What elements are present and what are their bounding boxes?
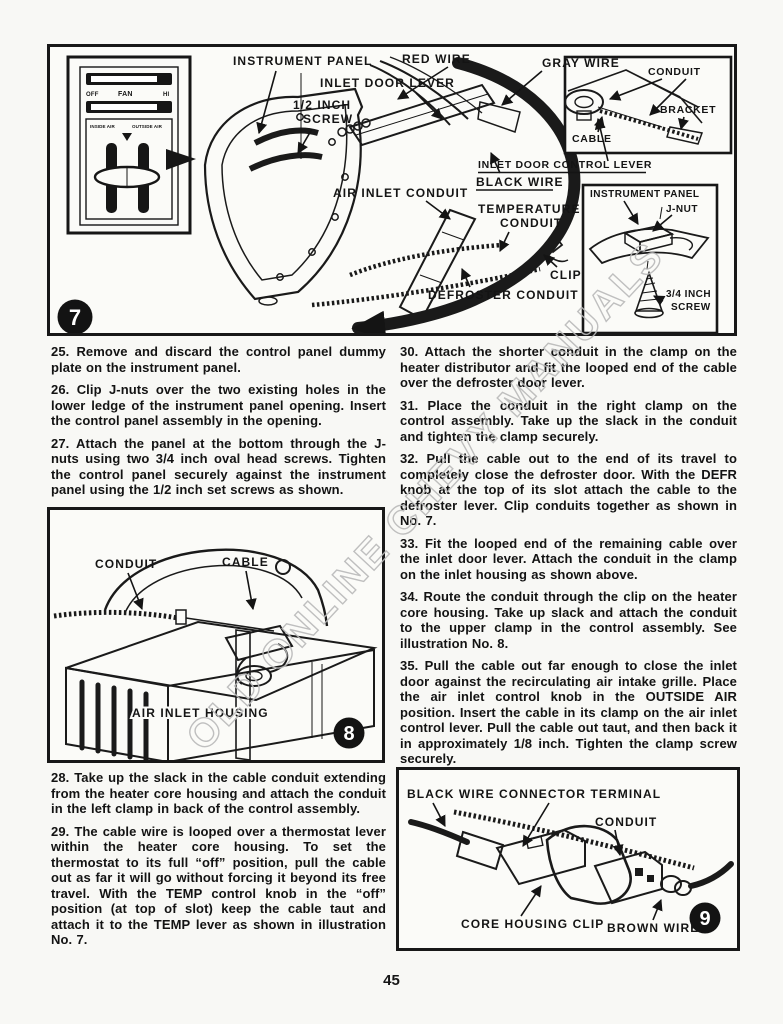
black-wire-label: BLACK WIRE xyxy=(476,175,564,189)
instruction-26: 26. Clip J-nuts over the two existing ho… xyxy=(51,382,386,429)
instruction-34: 34. Route the conduit through the clip o… xyxy=(400,589,737,651)
fan-off-label: OFF xyxy=(86,92,99,98)
figure-9-labels: BLACK WIRE CONNECTOR TERMINAL CONDUIT CO… xyxy=(407,787,699,935)
inset-bracket-label: BRACKET xyxy=(660,104,716,116)
clip-label: CLIP xyxy=(550,268,582,282)
cable-label: CABLE xyxy=(222,555,269,569)
inset-screw-label-line1: 3/4 INCH xyxy=(666,289,711,300)
instruction-29-number: 29. xyxy=(51,823,70,839)
conduit-label: CONDUIT xyxy=(95,557,157,571)
instruction-25: 25. Remove and discard the control panel… xyxy=(51,344,386,375)
inlet-door-lever-label: INLET DOOR LEVER xyxy=(320,76,455,90)
figure-8-labels: CONDUIT CABLE AIR INLET HOUSING xyxy=(95,555,270,722)
instruction-25-text: Remove and discard the control panel dum… xyxy=(51,344,386,375)
sweep-arrow xyxy=(351,57,581,333)
instruction-32-text: Pull the cable out to the end of its tra… xyxy=(400,451,737,528)
fan-label: FAN xyxy=(118,91,133,98)
instruction-29-text: The cable wire is looped over a thermost… xyxy=(51,823,386,948)
conduit-label: CONDUIT xyxy=(595,815,657,829)
instruction-27-number: 27. xyxy=(51,435,70,451)
page-number: 45 xyxy=(383,972,400,989)
inlet-door-lever-drawing xyxy=(337,83,521,147)
figure-8-number: 8 xyxy=(343,723,354,745)
core-housing-clip-label: CORE HOUSING CLIP xyxy=(461,917,604,931)
instruction-28-number: 28. xyxy=(51,770,70,785)
control-panel-inset-drawing: OFF FAN HI INSIDE AIR OUTSIDE AIR xyxy=(66,55,196,235)
instruction-33-text: Fit the looped end of the remaining cabl… xyxy=(400,535,737,582)
inset-instrument-panel-label: INSTRUMENT PANEL xyxy=(590,189,699,200)
figure-7-badge: 7 xyxy=(57,299,93,333)
air-inlet-conduit-label: AIR INLET CONDUIT xyxy=(333,186,468,200)
figure-7-drawing: OFF FAN HI INSIDE AIR OUTSIDE AIR xyxy=(57,52,733,333)
instruction-30: 30. Attach the shorter conduit in the cl… xyxy=(400,344,737,391)
instruction-32: 32. Pull the cable out to the end of its… xyxy=(400,451,737,529)
conduit-cable-mechanism-drawing xyxy=(53,609,294,687)
instruction-31: 31. Place the conduit in the right clamp… xyxy=(400,398,737,445)
inset-conduit-bracket-drawing: CONDUIT BRACKET CABLE xyxy=(563,55,733,155)
air-inlet-housing-drawing xyxy=(65,548,378,760)
fan-hi-label: HI xyxy=(163,92,170,98)
wires-drawing xyxy=(369,56,483,126)
inlet-door-control-lever-label: INLET DOOR CONTROL LEVER xyxy=(478,159,652,171)
figure-8-air-inlet-housing: CONDUIT CABLE AIR INLET HOUSING 8 xyxy=(47,507,385,763)
instruction-27: 27. Attach the panel at the bottom throu… xyxy=(51,436,386,498)
figure-7-labels: INSTRUMENT PANEL RED WIRE GRAY WIRE INLE… xyxy=(233,52,652,302)
instruction-32-number: 32. xyxy=(400,451,419,466)
black-wire-label: BLACK WIRE xyxy=(407,787,495,801)
figure-8-badge: 8 xyxy=(333,717,365,749)
instruction-30-text: Attach the shorter conduit in the clamp … xyxy=(400,344,738,390)
instruction-27-text: Attach the panel at the bottom through t… xyxy=(51,435,387,498)
figure-8-drawing: CONDUIT CABLE AIR INLET HOUSING 8 xyxy=(53,548,378,760)
connector-assembly-drawing xyxy=(408,809,734,905)
instructions-column-right: 30. Attach the shorter conduit in the cl… xyxy=(400,344,737,774)
instruction-28: 28. Take up the slack in the cable condu… xyxy=(51,770,386,817)
red-wire-label: RED WIRE xyxy=(402,52,471,66)
inset-jnut-screw-drawing: INSTRUMENT PANEL J-NUT 3/4 INCH SCREW xyxy=(581,183,719,333)
figure-7-leader-arrows xyxy=(256,66,609,288)
instruction-28-text: Take up the slack in the cable conduit e… xyxy=(51,770,386,816)
instruction-34-number: 34. xyxy=(400,589,419,604)
instruction-33-number: 33. xyxy=(400,535,419,551)
instructions-column-left-upper: 25. Remove and discard the control panel… xyxy=(51,344,386,505)
defroster-conduit-label: DEFROSTER CONDUIT xyxy=(428,288,579,302)
gray-wire-label: GRAY WIRE xyxy=(542,56,620,70)
inset-conduit-label: CONDUIT xyxy=(648,66,701,78)
figure-9-badge: 9 xyxy=(689,902,721,934)
inset-j-nut-label: J-NUT xyxy=(666,204,698,215)
air-inlet-housing-label: AIR INLET HOUSING xyxy=(132,706,269,720)
half-inch-screw-label-line2: SCREW xyxy=(303,112,353,126)
instructions-column-left-lower: 28. Take up the slack in the cable condu… xyxy=(51,770,386,955)
instruction-26-text: Clip J-nuts over the two existing holes … xyxy=(51,382,386,428)
temperature-conduit-label-line1: TEMPERATURE xyxy=(478,202,581,216)
figure-9-connector-terminal: BLACK WIRE CONNECTOR TERMINAL CONDUIT CO… xyxy=(396,767,740,951)
instruction-33: 33. Fit the looped end of the remaining … xyxy=(400,536,737,583)
inset-pointer-arrow xyxy=(166,149,196,170)
instruction-30-number: 30. xyxy=(400,344,419,359)
inside-air-label: INSIDE AIR xyxy=(90,124,115,129)
control-assembly-drawing xyxy=(203,87,364,301)
figure-9-drawing: BLACK WIRE CONNECTOR TERMINAL CONDUIT CO… xyxy=(407,787,734,935)
figure-9-number: 9 xyxy=(699,908,710,930)
instruction-29: 29. The cable wire is looped over a ther… xyxy=(51,824,386,948)
brown-wire-label: BROWN WIRE xyxy=(607,921,699,935)
temperature-conduit-label-line2: CONDUIT xyxy=(500,216,562,230)
instruction-31-number: 31. xyxy=(400,397,419,413)
outside-air-label: OUTSIDE AIR xyxy=(132,124,163,129)
figure-7-control-panel-installation: OFF FAN HI INSIDE AIR OUTSIDE AIR xyxy=(47,44,737,336)
instruction-35-text: Pull the cable out far enough to close t… xyxy=(400,658,737,766)
inset-screw-label-line2: SCREW xyxy=(671,302,711,313)
instruction-26-number: 26. xyxy=(51,382,70,397)
inset-cable-label: CABLE xyxy=(572,133,612,145)
instruction-35: 35. Pull the cable out far enough to clo… xyxy=(400,658,737,767)
instrument-panel-label: INSTRUMENT PANEL xyxy=(233,54,372,68)
figure-7-number: 7 xyxy=(69,305,81,330)
instruction-35-number: 35. xyxy=(400,658,419,673)
instruction-31-text: Place the conduit in the right clamp on … xyxy=(400,397,737,444)
half-inch-screw-label-line1: 1/2 INCH xyxy=(293,98,351,112)
connector-terminal-label: CONNECTOR TERMINAL xyxy=(499,787,661,801)
air-inlet-conduit-drawing xyxy=(398,208,477,321)
instruction-34-text: Route the conduit through the clip on th… xyxy=(400,589,737,651)
instruction-25-number: 25. xyxy=(51,344,70,359)
